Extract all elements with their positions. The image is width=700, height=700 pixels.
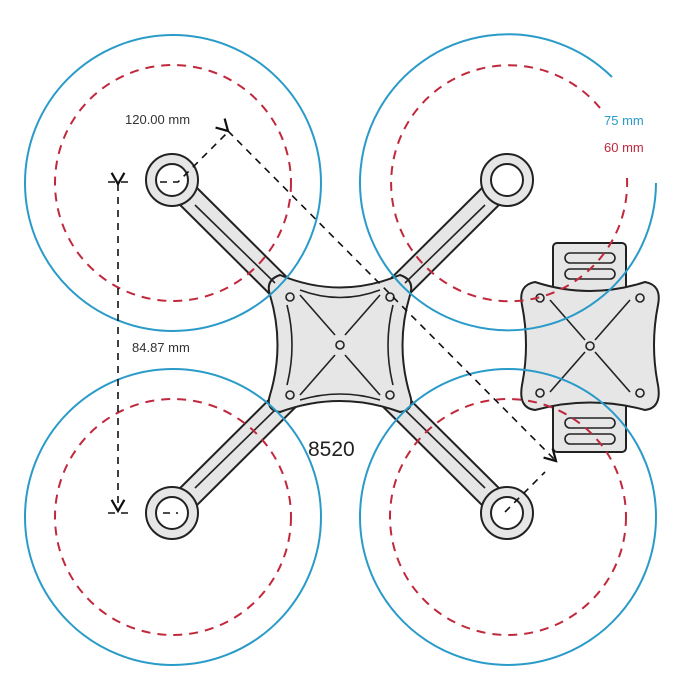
frame — [145, 153, 534, 540]
legend-60mm: 60 mm — [604, 140, 644, 155]
dimension-lines — [108, 118, 558, 514]
side-dimension-label: 84.87 mm — [132, 340, 190, 355]
top-plate — [520, 242, 660, 453]
diagonal-dimension-label: 120.00 mm — [125, 112, 191, 127]
model-label: 8520 — [308, 438, 355, 461]
legend-75mm: 75 mm — [604, 113, 644, 128]
